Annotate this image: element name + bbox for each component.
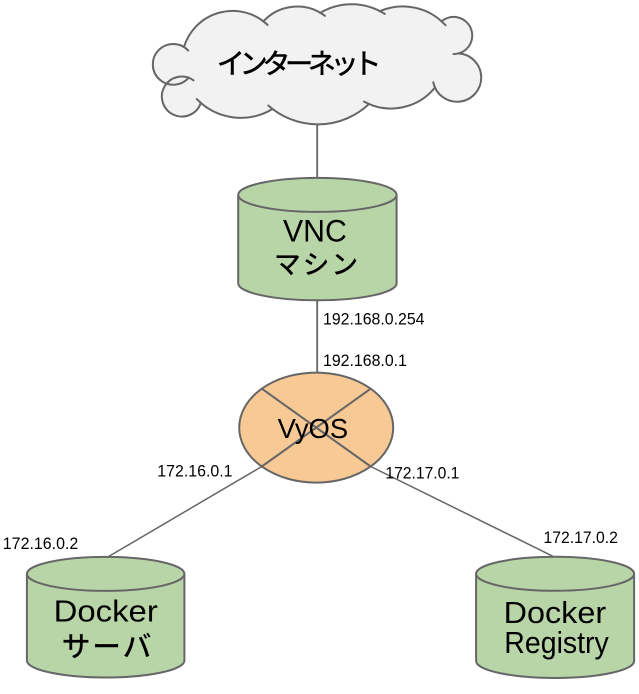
svg-text:Docker: Docker [504, 595, 606, 630]
svg-text:172.17.0.2: 172.17.0.2 [544, 528, 618, 547]
svg-text:172.16.0.1: 172.16.0.1 [157, 462, 232, 481]
svg-text:192.168.0.254: 192.168.0.254 [323, 309, 425, 328]
svg-text:172.17.0.1: 172.17.0.1 [385, 464, 459, 483]
svg-text:Docker: Docker [54, 594, 158, 629]
svg-text:Registry: Registry [504, 625, 609, 660]
svg-text:VNC: VNC [283, 213, 347, 248]
svg-text:172.16.0.2: 172.16.0.2 [3, 534, 79, 553]
svg-text:VyOS: VyOS [278, 413, 349, 444]
svg-text:192.168.0.1: 192.168.0.1 [323, 351, 407, 370]
